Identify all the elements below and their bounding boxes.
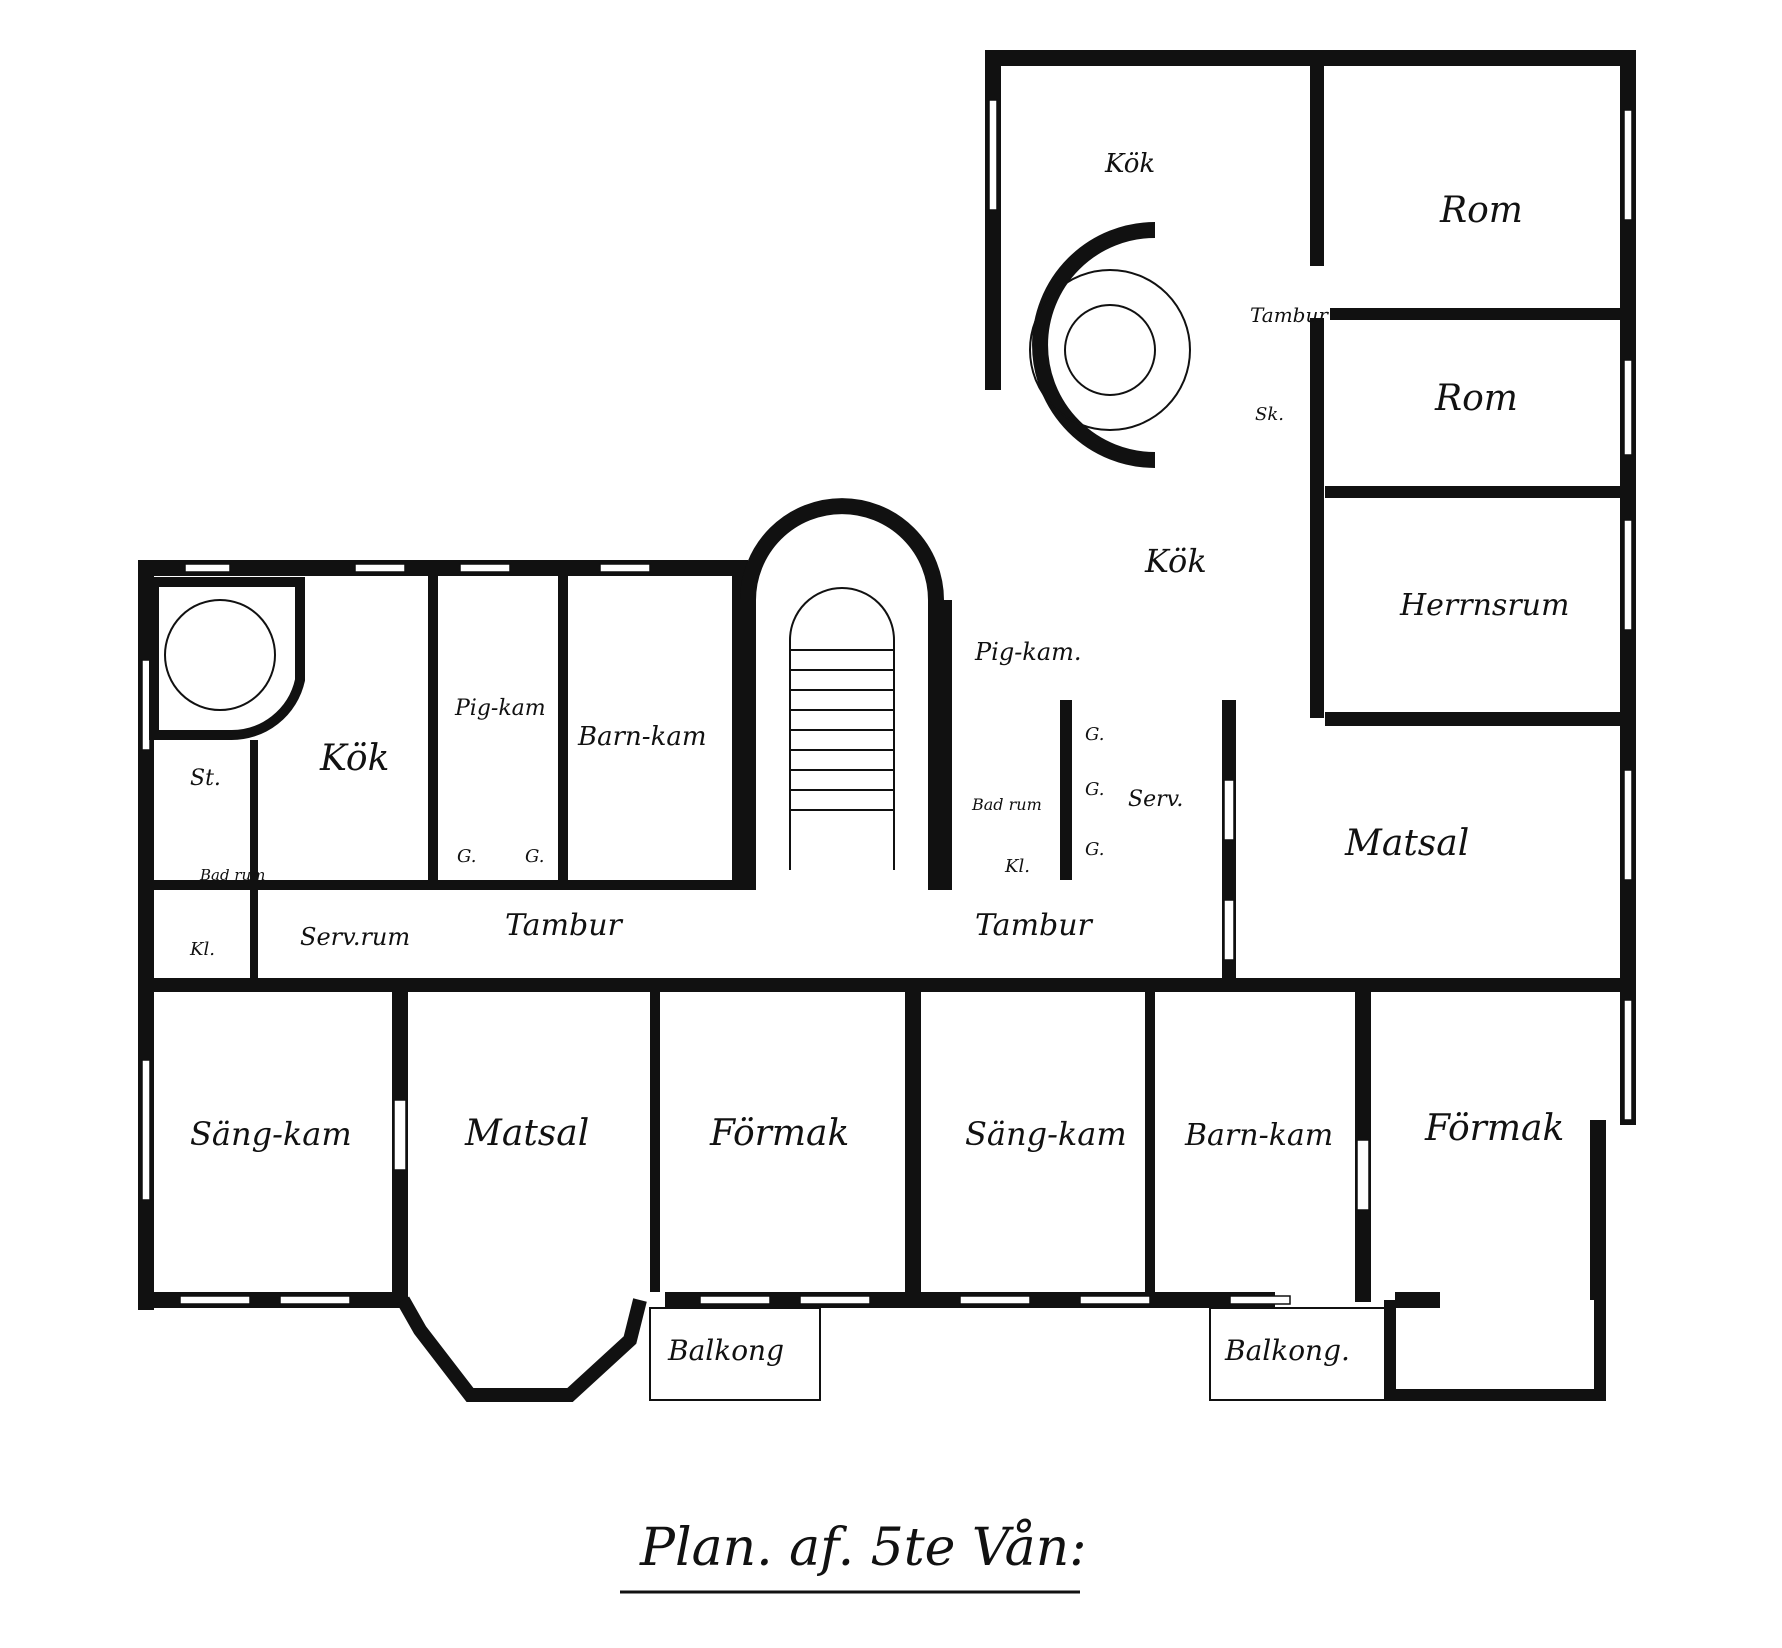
room-label-rom-1: Rom bbox=[1439, 190, 1523, 231]
room-label-formak-2: Förmak bbox=[1424, 1108, 1564, 1149]
room-label-tambur-top: Tambur bbox=[1250, 303, 1329, 327]
spiral-stair-top bbox=[1029, 222, 1191, 468]
room-label-g2: G. bbox=[1085, 779, 1104, 800]
room-label-kl-left: Kl. bbox=[189, 939, 215, 960]
outer-walls bbox=[138, 50, 1636, 1310]
main-top-windows bbox=[141, 563, 651, 1201]
room-label-rom-2: Rom bbox=[1434, 378, 1518, 419]
room-label-kok-mid: Kök bbox=[1144, 542, 1207, 580]
plan-title: Plan. af. 5te Vån: bbox=[639, 1518, 1087, 1578]
room-label-balkong-1: Balkong bbox=[667, 1334, 784, 1367]
balconies bbox=[649, 1307, 1391, 1401]
room-label-bad-rum-left: Bad rum bbox=[199, 866, 265, 884]
room-label-g5: G. bbox=[525, 846, 544, 867]
room-label-sang-kam-2: Säng-kam bbox=[965, 1115, 1127, 1153]
room-label-balkong-2: Balkong. bbox=[1224, 1334, 1350, 1367]
room-label-serv-mid: Serv. bbox=[1128, 787, 1183, 812]
room-label-g3: G. bbox=[1085, 839, 1104, 860]
spiral-stair-left bbox=[149, 577, 305, 741]
top-wing-windows bbox=[988, 99, 1633, 881]
room-label-st: St. bbox=[190, 766, 221, 791]
room-label-g4: G. bbox=[457, 846, 476, 867]
room-label-g1: G. bbox=[1085, 724, 1104, 745]
bay-windows bbox=[396, 1120, 1606, 1402]
room-label-kok-top: Kök bbox=[1104, 149, 1155, 179]
room-label-barn-kam-left: Barn-kam bbox=[577, 722, 706, 752]
room-label-matsal-left: Matsal bbox=[464, 1113, 589, 1154]
bottom-windows bbox=[179, 999, 1633, 1305]
room-label-bad-rum-mid: Bad rum bbox=[971, 795, 1042, 814]
room-label-tambur-mid: Tambur bbox=[975, 908, 1094, 943]
room-label-kl-mid: Kl. bbox=[1004, 856, 1030, 877]
room-label-kok-left: Kök bbox=[319, 738, 389, 779]
interior-openings bbox=[393, 779, 1370, 1211]
room-labels: Kök Rom Rom Tambur Sk. Kök Herrnsrum Pig… bbox=[189, 149, 1569, 1367]
room-label-herrnsrum: Herrnsrum bbox=[1399, 588, 1569, 623]
room-label-sk: Sk. bbox=[1255, 404, 1284, 425]
plan-title-group: Plan. af. 5te Vån: bbox=[620, 1518, 1087, 1594]
room-label-barn-kam-2: Barn-kam bbox=[1184, 1118, 1333, 1153]
room-label-matsal-right: Matsal bbox=[1344, 823, 1469, 864]
room-label-serv-rum: Serv.rum bbox=[300, 923, 410, 951]
main-staircase bbox=[740, 498, 944, 890]
room-label-sang-kam-1: Säng-kam bbox=[190, 1115, 352, 1153]
room-label-pig-kam-left: Pig-kam bbox=[454, 696, 546, 721]
room-label-formak-1: Förmak bbox=[709, 1113, 849, 1154]
room-label-pig-kam-mid: Pig-kam. bbox=[974, 638, 1082, 666]
room-label-tambur-left: Tambur bbox=[505, 908, 624, 943]
